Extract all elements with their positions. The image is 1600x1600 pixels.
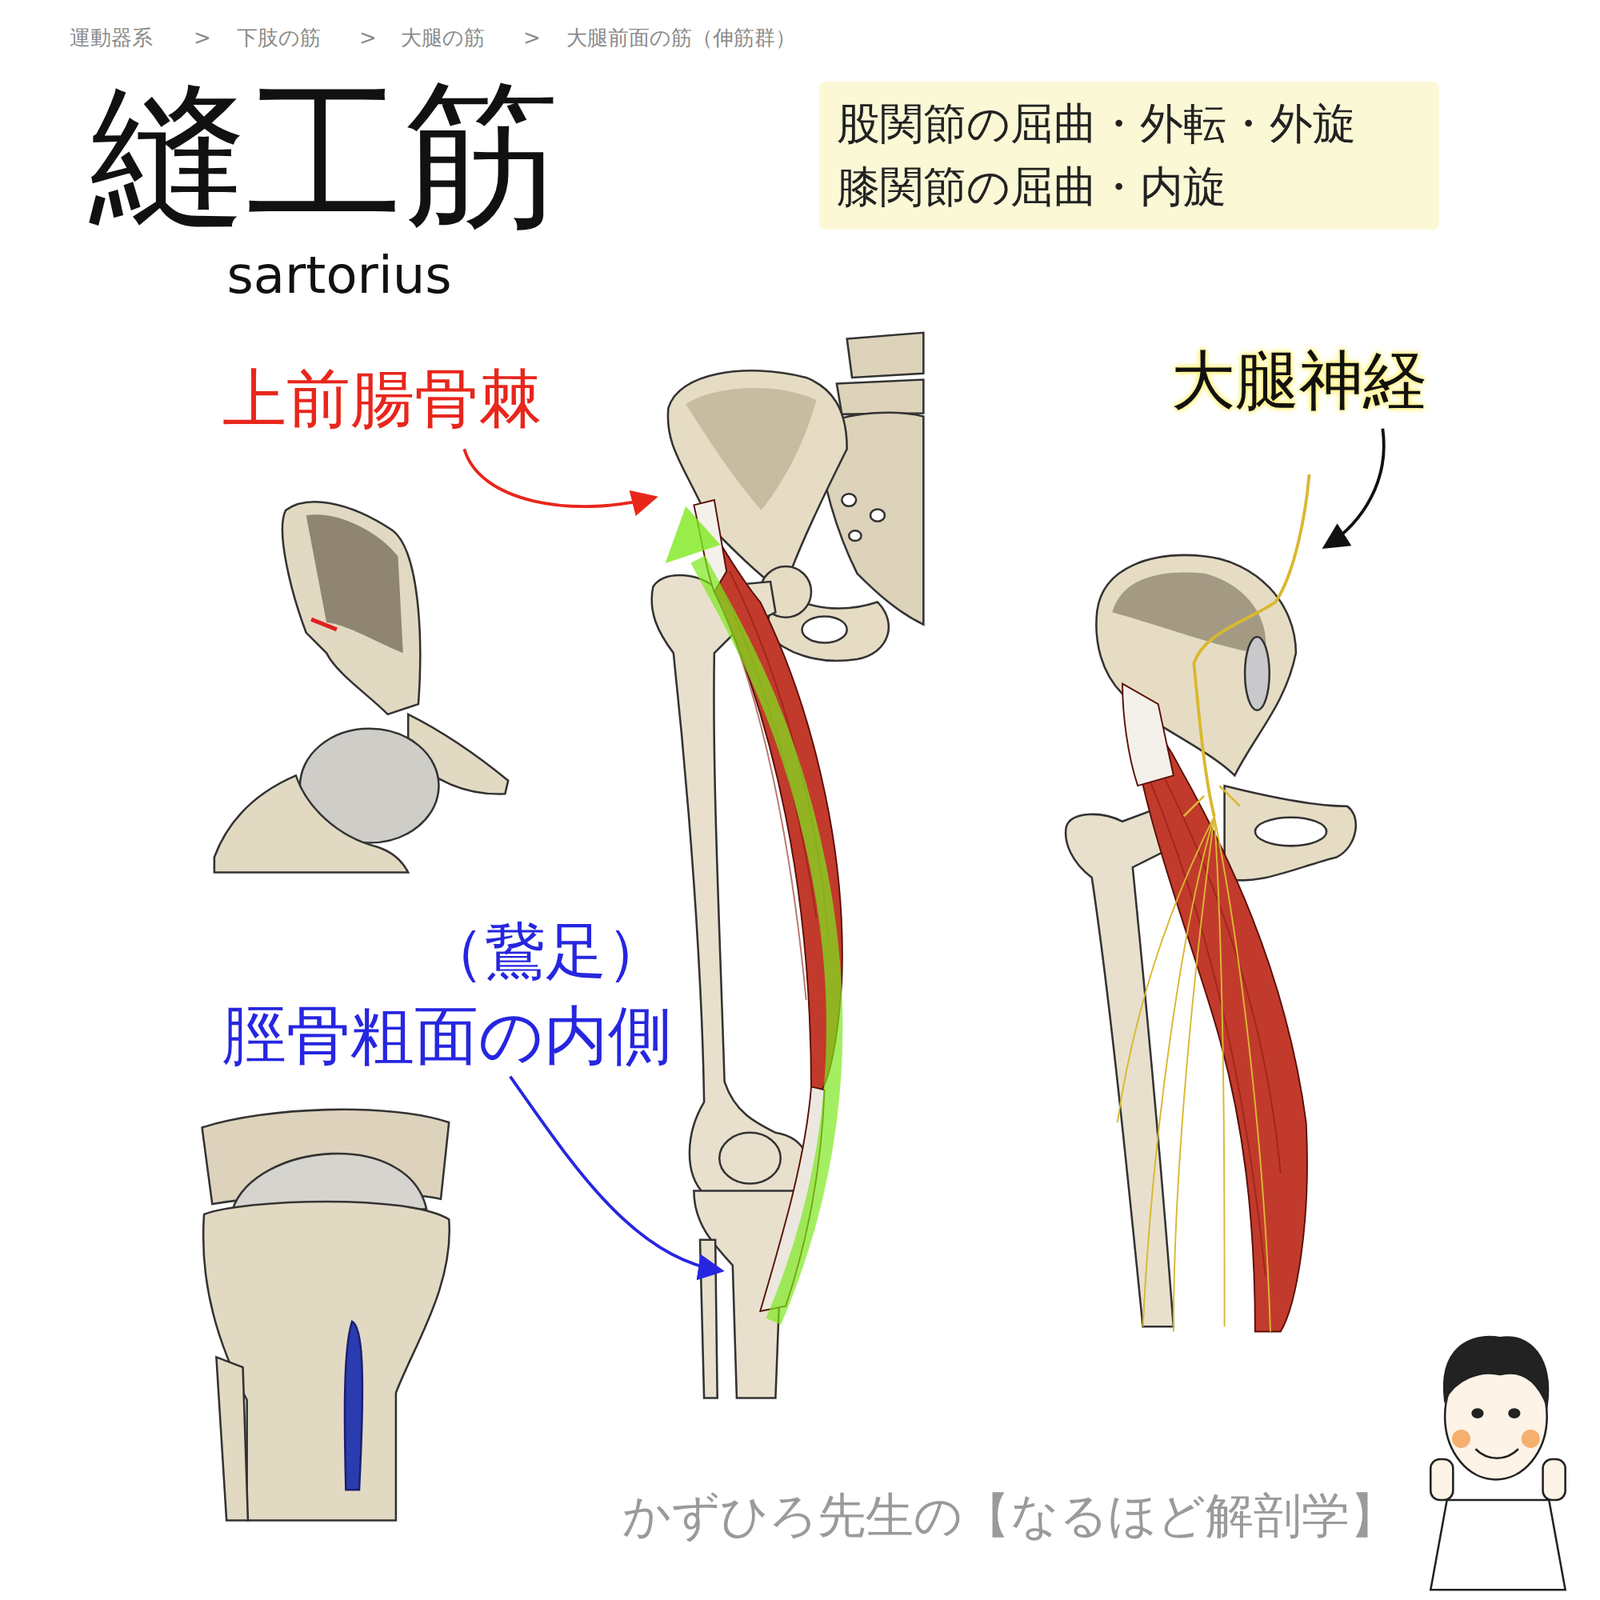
hip-bone-inset (311, 619, 337, 630)
sartorius-muscle-side (1148, 775, 1266, 1276)
leg-skeleton (870, 508, 885, 521)
mascot-figure (1444, 1336, 1548, 1405)
tibia-inset (203, 1201, 450, 1521)
femoral-nerve (1184, 785, 1240, 816)
mascot-figure (1452, 1429, 1471, 1448)
breadcrumb: 運動器系 (69, 27, 153, 48)
latin-name: sartorius (226, 249, 452, 301)
leader-arrow (1326, 428, 1384, 547)
pelvis-side-view (1224, 785, 1356, 880)
breadcrumb-separator: > (193, 27, 212, 48)
sartorius-muscle-side (1127, 704, 1307, 1332)
leader-arrow (464, 428, 1384, 1271)
femoral-nerve (1193, 474, 1309, 816)
watermark: かずひろ先生の【なるほど解剖学】 (622, 1491, 1398, 1540)
tibia-inset (202, 1109, 450, 1521)
sartorius-muscle-side (1122, 684, 1308, 1332)
breadcrumb: 下肢の筋 (236, 27, 321, 48)
action-text: 膝関節の屈曲・内旋 (836, 156, 1422, 219)
origin-label: 上前腸骨棘 (222, 367, 543, 432)
breadcrumb: 大腿前面の筋（伸筋群） (566, 27, 796, 48)
muscle-path-arrow (665, 506, 721, 564)
femoral-nerve (1117, 816, 1215, 1123)
mascot-figure (1472, 1408, 1484, 1417)
leg-skeleton (847, 332, 924, 378)
leg-skeleton (668, 370, 848, 587)
sartorius-muscle-side (1122, 684, 1174, 787)
femoral-nerve (1143, 816, 1215, 1327)
hip-bone-inset (214, 501, 508, 872)
pelvis-side-view (1065, 806, 1174, 1328)
leg-skeleton (848, 530, 861, 541)
femoral-nerve (1214, 816, 1225, 1327)
tibia-inset (216, 1356, 248, 1520)
breadcrumb-separator: > (359, 27, 377, 48)
mascot-figure (1475, 1448, 1519, 1458)
femoral-nerve (1117, 474, 1310, 1332)
leader-arrow (464, 448, 653, 507)
hip-bone-inset (214, 775, 408, 872)
mascot-figure (1430, 1459, 1453, 1500)
hip-bone-inset (306, 514, 404, 653)
breadcrumb: 大腿の筋 (400, 27, 485, 48)
femoral-nerve (1214, 816, 1271, 1332)
leg-skeleton (719, 1132, 781, 1184)
pelvis-side-view (1255, 817, 1327, 847)
mascot-figure (1508, 1408, 1520, 1417)
insertion-label: 脛骨粗面の内側 (222, 1004, 672, 1068)
mascot-figure (1521, 1429, 1540, 1448)
leg-skeleton (700, 1240, 718, 1399)
mascot-figure (1430, 1336, 1565, 1590)
muscle-path-arrow (665, 506, 835, 1322)
hip-bone-inset (282, 501, 420, 715)
sartorius-muscle (719, 602, 806, 1000)
insertion-label: （鵞足） (424, 920, 668, 982)
mascot-figure (1543, 1459, 1566, 1500)
leg-skeleton (652, 332, 924, 1399)
leg-skeleton (841, 493, 856, 506)
pelvis-side-view (1112, 572, 1266, 654)
leader-arrow (510, 1076, 720, 1271)
breadcrumb-separator: > (523, 27, 541, 48)
action-box: 股関節の屈曲・外転・外旋膝関節の屈曲・内旋 (819, 81, 1440, 230)
leg-skeleton (836, 379, 924, 414)
pelvis-side-view (1096, 555, 1296, 776)
mascot-figure (1430, 1500, 1565, 1590)
leg-skeleton (802, 616, 848, 643)
muscle-title: 縫工筋 (89, 76, 560, 234)
action-text: 股関節の屈曲・外転・外旋 (836, 92, 1422, 156)
pelvis-side-view (1244, 636, 1270, 711)
muscle-path-arrow (697, 559, 835, 1322)
leg-skeleton (685, 388, 816, 511)
tibia-inset (344, 1321, 363, 1490)
nerve-label: 大腿神経 (1171, 348, 1428, 413)
